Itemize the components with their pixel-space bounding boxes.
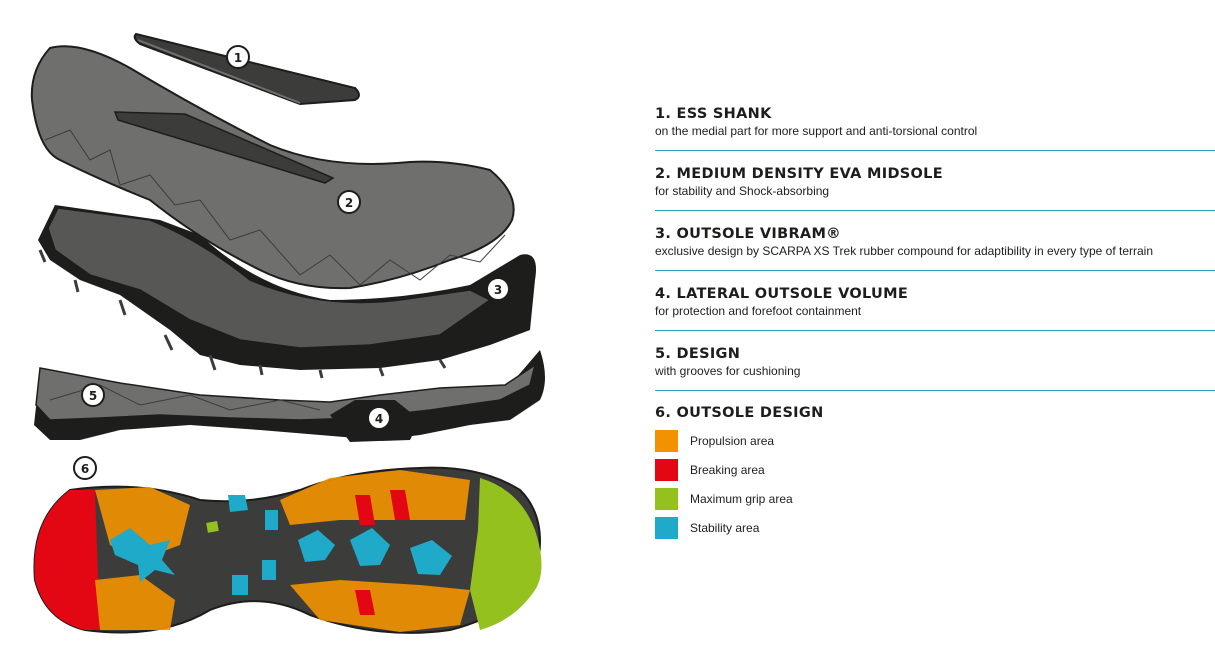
area-grip: Maximum grip area [655,488,1215,517]
area-stability: Stability area [655,517,1215,546]
divider [655,390,1215,391]
marker-4: 4 [367,406,391,430]
marker-3-label: 3 [494,283,502,297]
marker-6: 6 [73,456,97,480]
marker-2-label: 2 [345,196,353,210]
feature-title: 1. ESS SHANK [655,106,772,122]
feature-title: 3. OUTSOLE VIBRAM® [655,226,841,242]
divider [655,330,1215,331]
feature-item-5: 5. DESIGN with grooves for cushioning [655,345,1215,405]
marker-6-label: 6 [81,462,89,476]
area-label: Stability area [690,521,760,535]
divider [655,270,1215,271]
feature-title: 2. MEDIUM DENSITY EVA MIDSOLE [655,166,943,182]
marker-2: 2 [337,190,361,214]
feature-item-1: 1. ESS SHANK on the medial part for more… [655,105,1215,165]
shank-layer [133,32,360,106]
feature-description: on the medial part for more support and … [655,124,978,138]
cushion-layer [34,350,545,442]
marker-5: 5 [81,383,105,407]
stability-swatch [655,517,678,539]
sole-exploded-diagram: 1 2 3 4 5 6 [30,32,545,634]
area-propulsion: Propulsion area [655,430,1215,459]
feature-item-4: 4. LATERAL OUTSOLE VOLUME for protection… [655,285,1215,345]
feature-description: with grooves for cushioning [655,364,801,378]
marker-5-label: 5 [89,389,97,403]
feature-item-2: 2. MEDIUM DENSITY EVA MIDSOLE for stabil… [655,165,1215,225]
feature-item-6: 6. OUTSOLE DESIGN Propulsion area Breaki… [655,405,1215,546]
feature-title: 6. OUTSOLE DESIGN [655,405,824,421]
propulsion-swatch [655,430,678,452]
area-label: Maximum grip area [690,492,793,506]
outsole-design-layer [33,466,542,634]
area-breaking: Breaking area [655,459,1215,488]
feature-description: exclusive design by SCARPA XS Trek rubbe… [655,244,1154,258]
marker-1: 1 [226,45,250,69]
divider [655,150,1215,151]
feature-title: 4. LATERAL OUTSOLE VOLUME [655,286,909,302]
outsole-layer [38,205,536,379]
feature-description: for protection and forefoot containment [655,304,862,318]
marker-4-label: 4 [375,412,383,426]
feature-item-3: 3. OUTSOLE VIBRAM® exclusive design by S… [655,225,1215,285]
feature-description: for stability and Shock-absorbing [655,184,830,198]
marker-3: 3 [486,277,510,301]
marker-1-label: 1 [234,51,242,65]
breaking-swatch [655,459,678,481]
midsole-layer [30,45,515,290]
divider [655,210,1215,211]
area-label: Propulsion area [690,434,775,448]
feature-legend: 1. ESS SHANK on the medial part for more… [655,105,1215,546]
feature-title: 5. DESIGN [655,346,741,362]
grip-swatch [655,488,678,510]
area-label: Breaking area [690,463,765,477]
